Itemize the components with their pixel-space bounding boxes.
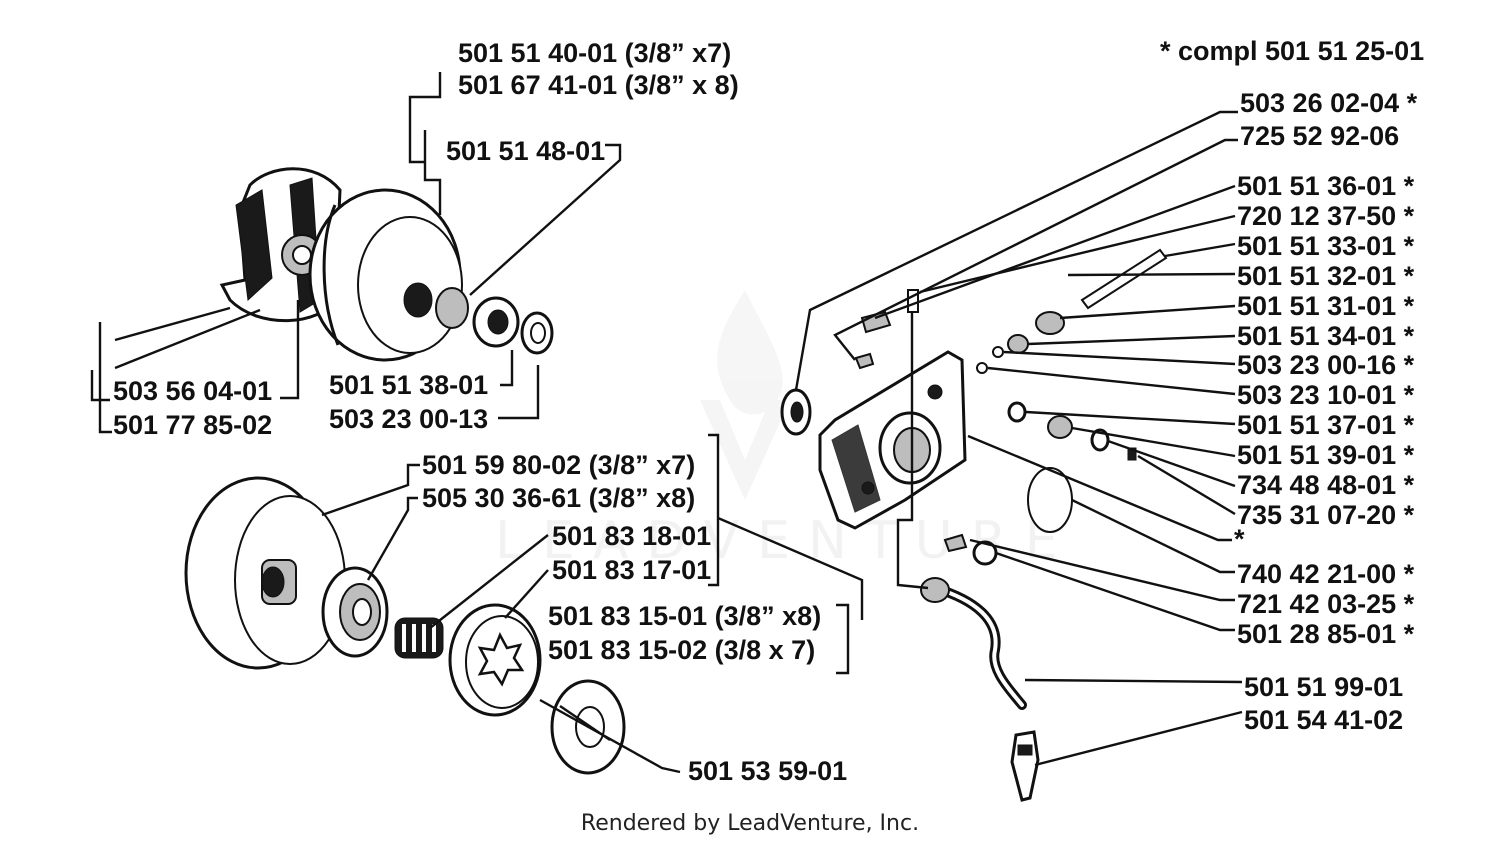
label-sprocket-drum-2: 505 30 36-61 (3/8” x8) <box>422 483 695 513</box>
label-r08: 501 51 34-01 * <box>1237 321 1415 351</box>
label-drum: 501 51 48-01 <box>446 136 605 166</box>
v-logo-icon <box>700 400 790 500</box>
label-rim-1: 501 83 15-01 (3/8” x8) <box>548 601 821 631</box>
flame-logo-icon <box>717 290 783 415</box>
label-needle-2: 501 83 17-01 <box>552 555 711 585</box>
pump-piston-part <box>1080 248 1168 310</box>
label-r10: 503 23 10-01 * <box>1237 380 1415 410</box>
label-r18: 501 28 85-01 * <box>1237 619 1415 649</box>
sprocket-leader-lines <box>321 433 864 774</box>
part-number-labels: * compl 501 51 25-01 501 51 40-01 (3/8” … <box>113 36 1424 786</box>
label-r07: 501 51 31-01 * <box>1237 291 1415 321</box>
label-r03: 501 51 36-01 * <box>1237 171 1415 201</box>
label-r01: 503 26 02-04 * <box>1240 88 1418 118</box>
label-clutch-1: 501 51 40-01 (3/8” x7) <box>458 38 731 68</box>
legend-note: * compl 501 51 25-01 <box>1160 36 1424 66</box>
label-r09: 503 23 00-16 * <box>1237 350 1415 380</box>
oil-filter-part <box>1010 730 1040 802</box>
label-r17: 721 42 03-25 * <box>1237 589 1415 619</box>
bearing-part <box>435 287 469 329</box>
label-r16: 740 42 21-00 * <box>1237 559 1415 589</box>
label-clutch-2: 501 67 41-01 (3/8” x 8) <box>458 70 739 100</box>
rim-star-icon <box>477 632 525 687</box>
label-bearing: 501 51 38-01 <box>329 370 488 400</box>
label-hub-2: 501 77 85-02 <box>113 410 272 440</box>
clutch-assembly <box>219 167 554 362</box>
label-needle-1: 501 83 18-01 <box>552 521 711 551</box>
label-rim-2: 501 83 15-02 (3/8 x 7) <box>548 635 815 665</box>
label-washer: 503 23 00-13 <box>329 404 488 434</box>
label-sprocket-drum-1: 501 59 80-02 (3/8” x7) <box>422 450 695 480</box>
label-r02: 725 52 92-06 <box>1240 121 1399 151</box>
label-r12: 501 51 39-01 * <box>1237 440 1415 470</box>
label-r11: 501 51 37-01 * <box>1237 410 1415 440</box>
label-r13: 734 48 48-01 * <box>1237 470 1415 500</box>
oil-pump-leader-lines <box>794 110 1243 767</box>
label-hub-1: 503 56 04-01 <box>113 376 272 406</box>
label-r14: 735 31 07-20 * <box>1237 500 1415 530</box>
label-r15: * <box>1234 524 1245 554</box>
label-r05: 501 51 33-01 * <box>1237 231 1415 261</box>
label-r04: 720 12 37-50 * <box>1237 201 1415 231</box>
footer-credit: Rendered by LeadVenture, Inc. <box>581 811 919 836</box>
clutch-leader-lines <box>90 72 622 434</box>
sprocket-assembly <box>184 476 626 775</box>
label-cover: 501 53 59-01 <box>688 756 847 786</box>
label-r20: 501 54 41-02 <box>1244 705 1403 735</box>
label-r06: 501 51 32-01 * <box>1237 261 1415 291</box>
label-r19: 501 51 99-01 <box>1244 672 1403 702</box>
oil-pump-assembly <box>780 248 1168 802</box>
